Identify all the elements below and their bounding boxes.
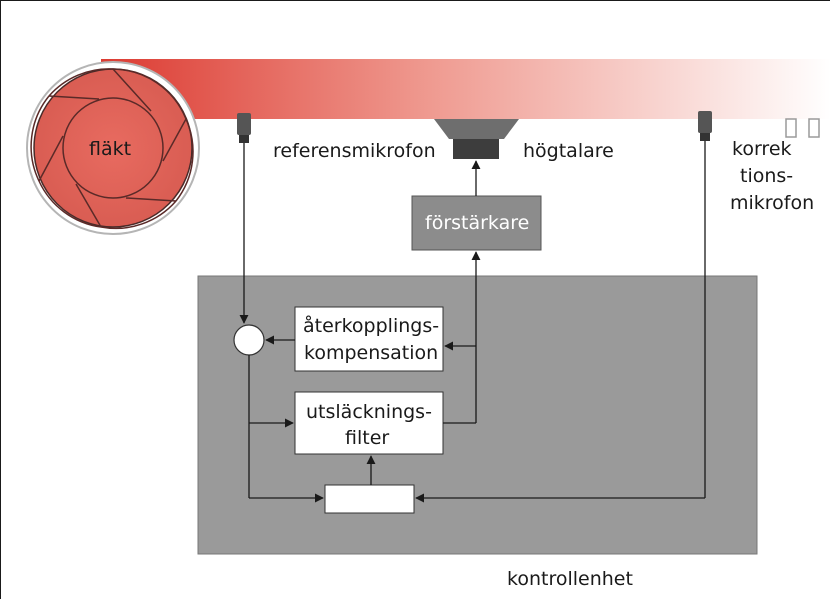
fan-label: fläkt [89, 138, 131, 160]
control-unit-label: kontrollenhet [507, 568, 633, 590]
adaptive-block [324, 484, 415, 514]
fan-icon: fläkt [26, 61, 200, 235]
cancellation-filter-label-2: filter [345, 427, 389, 449]
loudspeaker-icon [434, 119, 519, 159]
correction-microphone-label-1: korrek [732, 138, 792, 160]
feedback-compensation-label-1: återkopplings- [303, 314, 439, 337]
summing-junction [233, 324, 265, 356]
cancellation-filter-label-1: utsläcknings- [306, 401, 432, 423]
reference-microphone-label: referensmikrofon [273, 140, 436, 162]
loudspeaker-label: högtalare [523, 140, 614, 162]
correction-microphone-icon [698, 111, 712, 141]
feedback-compensation-label-2: kompensation [304, 342, 438, 364]
correction-microphone-label-3: mikrofon [730, 192, 814, 214]
cancellation-filter-box [294, 391, 444, 455]
reference-microphone-icon [237, 113, 251, 143]
correction-microphone-label-2: tions- [740, 165, 793, 187]
amplifier-label: förstärkare [425, 212, 529, 234]
feedback-compensation-box [294, 306, 444, 372]
signal-lines [239, 141, 706, 503]
duct [101, 59, 830, 138]
control-unit-box [197, 275, 758, 555]
